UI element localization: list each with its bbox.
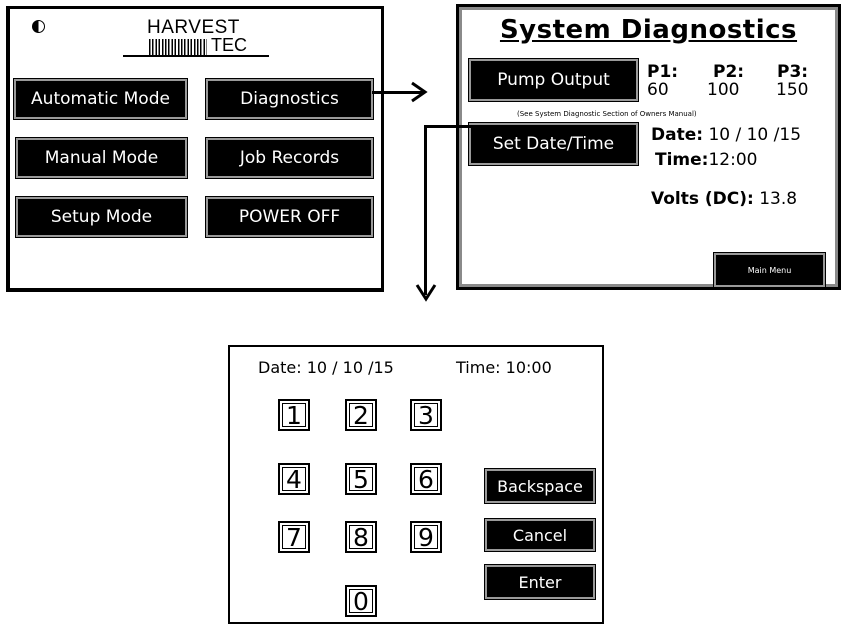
diagnostics-button[interactable]: Diagnostics [208, 81, 371, 117]
pump-output-button[interactable]: Pump Output [471, 61, 636, 99]
main-menu-button[interactable]: Main Menu [716, 255, 823, 285]
manual-mode-button[interactable]: Manual Mode [18, 140, 185, 176]
diag-volts-label: Volts (DC): [651, 189, 754, 209]
enter-button[interactable]: Enter [487, 567, 593, 597]
diag-date-value: 10 / 10 /15 [708, 125, 802, 145]
main-menu-label: Main Menu [747, 265, 792, 275]
pump2-value: 100 [707, 80, 740, 100]
diag-time: Time:12:00 [655, 150, 757, 170]
pump1-label: P1: [647, 62, 679, 82]
manual-reference-note: (See System Diagnostic Section of Owners… [517, 110, 697, 118]
keypad-time-value: 10:00 [505, 358, 552, 377]
arrow-right-line [372, 91, 424, 94]
enter-label: Enter [518, 572, 562, 592]
keypad-date-label: Date: [258, 358, 302, 377]
key-8[interactable]: 8 [345, 521, 377, 553]
diag-date: Date: 10 / 10 /15 [651, 125, 801, 145]
keypad-date: Date: 10 / 10 /15 [258, 358, 394, 377]
logo-underline [123, 55, 269, 57]
setup-mode-label: Setup Mode [50, 207, 153, 227]
diagnostics-label: Diagnostics [240, 89, 339, 109]
diag-time-value: 12:00 [708, 150, 758, 170]
pump3-label: P3: [777, 62, 809, 82]
harvest-tec-logo: HARVEST TEC [123, 17, 269, 63]
diagnostics-title: System Diagnostics [499, 15, 798, 45]
diag-volts: Volts (DC): 13.8 [651, 189, 797, 209]
power-off-button[interactable]: POWER OFF [208, 199, 371, 235]
pump1-value: 60 [647, 80, 669, 100]
job-records-button[interactable]: Job Records [208, 140, 371, 176]
main-menu-screen: HARVEST TEC Automatic Mode Diagnostics M… [6, 6, 384, 292]
key-2[interactable]: 2 [345, 399, 377, 431]
key-1[interactable]: 1 [278, 399, 310, 431]
diag-time-label: Time: [655, 150, 709, 170]
logo-text-tec: TEC [211, 35, 247, 55]
backspace-label: Backspace [497, 476, 583, 496]
manual-mode-label: Manual Mode [44, 148, 159, 168]
logo-text-harvest: HARVEST [147, 17, 240, 38]
key-3[interactable]: 3 [410, 399, 442, 431]
keypad-time-label: Time: [456, 358, 501, 377]
key-5[interactable]: 5 [345, 463, 377, 495]
pump3-value: 150 [776, 80, 809, 100]
pump2-label: P2: [713, 62, 745, 82]
pump-output-label: Pump Output [497, 70, 610, 90]
setup-mode-button[interactable]: Setup Mode [18, 199, 185, 235]
logo-comb-graphic [149, 39, 207, 56]
diag-date-label: Date: [651, 125, 704, 145]
contrast-icon[interactable] [32, 20, 45, 33]
key-4[interactable]: 4 [278, 463, 310, 495]
diag-volts-value: 13.8 [759, 189, 798, 209]
cancel-label: Cancel [512, 525, 568, 545]
cancel-button[interactable]: Cancel [487, 521, 593, 549]
arrow-right-icon [411, 81, 428, 103]
key-7[interactable]: 7 [278, 521, 310, 553]
keypad-time: Time: 10:00 [456, 358, 552, 377]
power-off-label: POWER OFF [238, 207, 341, 227]
automatic-mode-button[interactable]: Automatic Mode [16, 81, 185, 117]
job-records-label: Job Records [239, 148, 340, 168]
key-6[interactable]: 6 [410, 463, 442, 495]
set-date-time-label: Set Date/Time [492, 134, 615, 154]
system-diagnostics-screen: System Diagnostics Pump Output P1: 60 P2… [456, 4, 841, 290]
keypad-date-value: 10 / 10 /15 [306, 358, 394, 377]
backspace-button[interactable]: Backspace [487, 471, 593, 501]
arrow-down-icon [415, 284, 437, 302]
key-9[interactable]: 9 [410, 521, 442, 553]
date-time-keypad-screen: Date: 10 / 10 /15 Time: 10:00 1 2 3 4 5 … [228, 345, 604, 624]
arrow-connector-vertical [424, 125, 427, 295]
set-date-time-button[interactable]: Set Date/Time [471, 125, 636, 163]
key-0[interactable]: 0 [345, 585, 377, 617]
automatic-mode-label: Automatic Mode [31, 89, 170, 109]
arrow-connector-horizontal [424, 125, 471, 128]
